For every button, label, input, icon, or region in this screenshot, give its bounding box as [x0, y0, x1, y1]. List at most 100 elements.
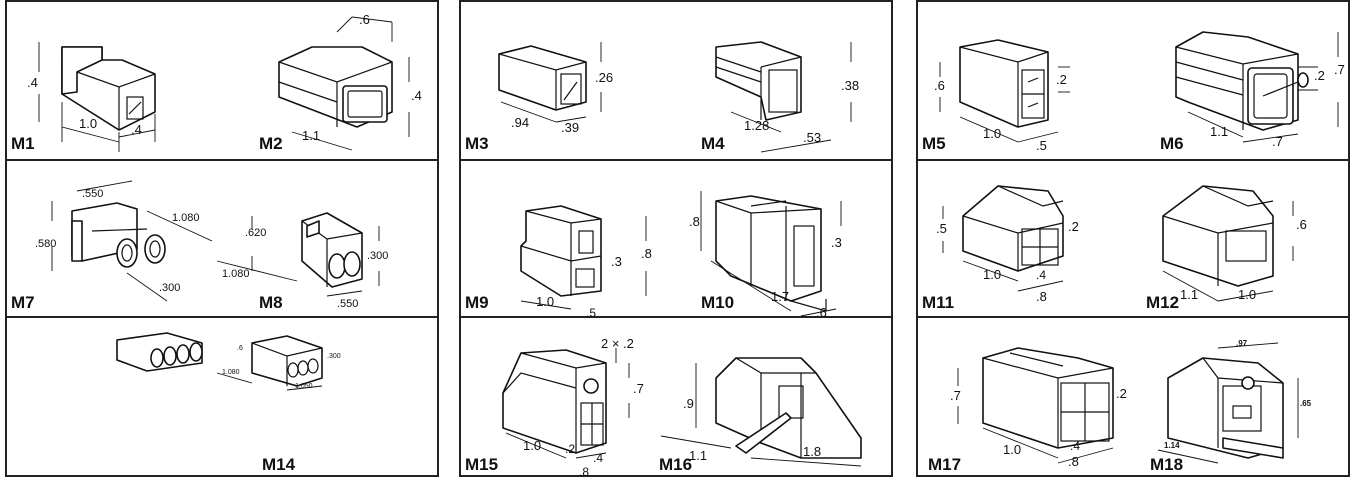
dim-m15-h: .7 — [633, 381, 644, 396]
dims-m15 — [505, 348, 630, 459]
label-m18: M18 — [1150, 455, 1184, 474]
connector-m2 — [278, 46, 393, 128]
dim-m6-w: .7 — [1272, 134, 1283, 149]
dims-m18 — [1157, 342, 1299, 464]
dim-m9-w: .5 — [586, 306, 596, 320]
drawing-m9-m10: .8 .3 1.0 .5 .8 .3 1.7 .6 — [520, 191, 842, 320]
dim-m8-l: 1.080 — [222, 268, 250, 280]
dim-m10-w: .6 — [816, 305, 827, 320]
dim-m12-l1: 1.1 — [1180, 287, 1198, 302]
dims-m6 — [1187, 32, 1339, 143]
dim-m15-top: 2 × .2 — [601, 336, 634, 351]
dim-m14-w: 1.050 — [295, 383, 313, 390]
panel-middle: .26 .94 .39 .38 1.28 .53 M3 M4 — [459, 0, 893, 479]
dims-m3 — [500, 42, 602, 123]
cell-m11-m12: .5 .2 1.0 .4 .8 .6 1.1 1.0 M11 M12 — [918, 161, 1348, 318]
dim-m5-l: 1.0 — [983, 126, 1001, 141]
connector-m8 — [301, 212, 363, 288]
dim-m16-l2: 1.8 — [803, 444, 821, 459]
dim-m17-l: 1.0 — [1003, 442, 1021, 457]
dim-m7-w: .300 — [159, 282, 180, 294]
dim-m1-w: .4 — [131, 122, 142, 137]
dim-m1-l: 1.0 — [79, 116, 97, 131]
label-m5: M5 — [922, 134, 946, 153]
cell-m5-m6: .6 .2 1.0 .5 — [918, 2, 1348, 161]
label-m7: M7 — [11, 293, 35, 312]
label-m3: M3 — [465, 134, 489, 153]
panel-right: .6 .2 1.0 .5 — [916, 0, 1350, 477]
connector-m17 — [982, 347, 1114, 449]
connector-m7 — [71, 202, 166, 268]
connector-m14b — [251, 335, 323, 387]
dim-m16-l1: 1.1 — [689, 448, 707, 463]
dim-m15-l: 1.0 — [523, 438, 541, 453]
label-m16: M16 — [659, 455, 693, 474]
dim-m12-l2: 1.0 — [1238, 287, 1256, 302]
drawing-m11-m12: .5 .2 1.0 .4 .8 .6 1.1 1.0 — [936, 185, 1307, 304]
label-m9: M9 — [465, 293, 489, 312]
connector-m10 — [715, 195, 827, 312]
drawing-m14: .6 1.080 1.050 .300 — [116, 332, 341, 391]
dims-m4 — [730, 42, 852, 153]
cell-m14: .6 1.080 1.050 .300 M14 — [7, 318, 437, 479]
dims-m9 — [520, 216, 647, 310]
connector-m3 — [498, 45, 587, 111]
dims-m16 — [660, 363, 862, 467]
dims-m14 — [216, 372, 323, 391]
connector-m14a — [116, 332, 203, 372]
connector-m4 — [715, 41, 802, 121]
connector-m9 — [520, 205, 602, 297]
label-m10: M10 — [701, 293, 735, 312]
dim-m10-h: .8 — [689, 214, 700, 229]
connector-m11 — [962, 185, 1064, 272]
label-m15: M15 — [465, 455, 499, 474]
dims-m5 — [939, 62, 1070, 143]
dims-m11 — [942, 206, 1064, 292]
label-m4: M4 — [701, 134, 725, 153]
cell-m9-m10: .8 .3 1.0 .5 .8 .3 1.7 .6 — [461, 161, 891, 320]
cell-m7-m8: .550 .580 1.080 .300 .620 1.080 — [7, 161, 437, 318]
label-m14: M14 — [262, 455, 296, 474]
connector-m6 — [1175, 31, 1309, 131]
dim-m10-pin: .3 — [831, 235, 842, 250]
dim-m7-h: .580 — [35, 238, 56, 250]
dim-m7-l: 1.080 — [172, 212, 200, 224]
dim-m8-h: .620 — [245, 227, 266, 239]
dim-m14-r: .300 — [327, 353, 341, 360]
dim-m10-l: 1.7 — [771, 289, 789, 304]
dim-m15-p2: .4 — [593, 451, 603, 465]
drawing-m15-m16: 2 × .2 .7 1.0 .2 .4 .8 .9 1.1 1.8 — [502, 336, 862, 479]
dim-m11-l: 1.0 — [983, 267, 1001, 282]
dims-m1 — [38, 42, 156, 152]
dim-m9-pin: .3 — [611, 254, 622, 269]
label-m17: M17 — [928, 455, 962, 474]
dims-m7 — [51, 180, 213, 302]
dim-m4-h: .38 — [841, 78, 859, 93]
dim-m18-top: .97 — [1236, 339, 1248, 348]
dim-m3-l: .94 — [511, 115, 529, 130]
label-m12: M12 — [1146, 293, 1180, 312]
connector-m5 — [959, 39, 1049, 128]
label-m11: M11 — [922, 293, 955, 312]
cell-m1-m2: .4 1.0 .4 .6 .4 1.1 — [7, 2, 437, 161]
connector-m12 — [1162, 185, 1274, 287]
cell-m17-m18: .7 .2 1.0 .4 .8 .97 .65 1.14 M — [918, 318, 1348, 479]
dim-m7-top: .550 — [82, 188, 103, 200]
dim-m11-h: .5 — [936, 221, 947, 236]
dim-m17-pin: .2 — [1116, 386, 1127, 401]
dim-m15-w: .8 — [579, 465, 589, 479]
dim-m18-l: 1.14 — [1164, 441, 1180, 450]
dim-m16-h: .9 — [683, 396, 694, 411]
dim-m3-w: .39 — [561, 120, 579, 135]
dims-m8 — [216, 216, 380, 297]
dims-m10 — [700, 191, 842, 317]
dim-m3-h: .26 — [595, 70, 613, 85]
dim-m4-l: 1.28 — [744, 118, 769, 133]
dim-m5-h: .6 — [934, 78, 945, 93]
drawing-m5-m6: .6 .2 1.0 .5 — [934, 31, 1345, 153]
dim-m11-pin: .2 — [1068, 219, 1079, 234]
dim-m17-h: .7 — [950, 388, 961, 403]
dim-m2-h: .4 — [411, 88, 422, 103]
label-m1: M1 — [11, 134, 35, 153]
dim-m4-w: .53 — [803, 130, 821, 145]
